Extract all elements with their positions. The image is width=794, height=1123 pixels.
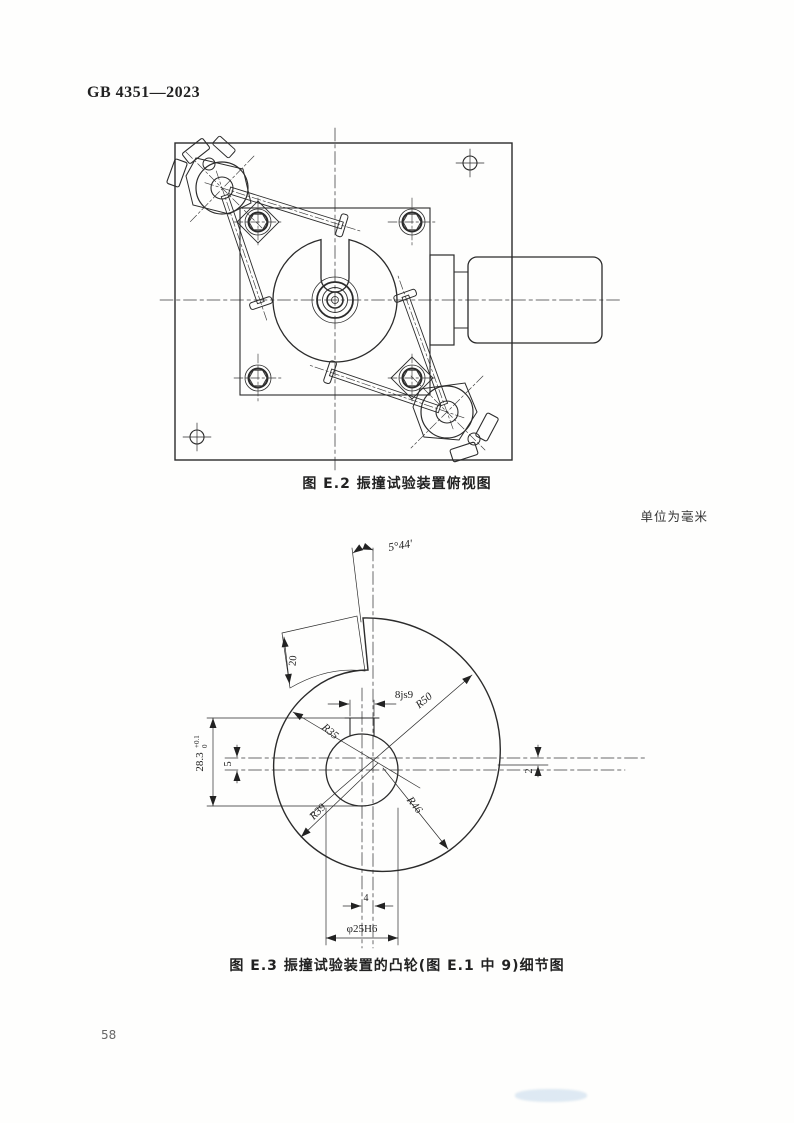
keyway	[344, 717, 380, 737]
r39-label: R39	[307, 801, 329, 823]
cam-disc	[272, 238, 398, 363]
cam-outline	[272, 617, 501, 873]
corner-hole-top-right	[455, 148, 485, 178]
print-artifact	[515, 1089, 587, 1102]
standard-number: GB 4351—2023	[87, 84, 201, 101]
offset-5-label: 5	[223, 761, 234, 766]
unit-note: 单位为毫米	[640, 509, 708, 524]
outer-plate	[174, 142, 513, 461]
lever-arm	[309, 360, 465, 419]
lever-arm	[393, 275, 454, 430]
lever-arm	[204, 182, 362, 238]
bore-dim-label: φ25H6	[347, 923, 378, 935]
bolt-diamond	[236, 200, 280, 244]
page-number: 58	[101, 1028, 117, 1042]
step-depth-label: 20	[288, 655, 300, 666]
height-dim-group: 28.3 +0.1 0	[193, 735, 209, 772]
step-box	[281, 615, 366, 689]
height-tol-lower: 0	[201, 744, 209, 748]
r50-label: R50	[413, 690, 435, 712]
motor	[429, 254, 603, 346]
offset-2-label: 2	[524, 768, 535, 773]
angle-dim-label: 5°44′	[387, 538, 414, 554]
corner-hole-bottom-left	[182, 422, 212, 452]
pivot-assembly-bottom-right	[410, 375, 499, 463]
keyway-width-label: 8js9	[395, 689, 414, 701]
socket-bolt	[387, 197, 437, 247]
lever-arm	[215, 170, 273, 321]
height-dim-label: 28.3	[194, 752, 206, 772]
height-tol-upper: +0.1	[193, 735, 201, 748]
bolt-diamond	[390, 356, 434, 400]
figure-e3-drawing: 5°44′ 20 8js9 R50 R35 R46 R39 28.3 +0.1 …	[193, 538, 649, 949]
offset-4-label: 4	[364, 893, 369, 904]
figure-e2-caption: 图 E.2 振撞试验装置俯视图	[302, 476, 492, 492]
figure-e2-drawing	[159, 127, 623, 473]
figure-e3-caption: 图 E.3 振撞试验装置的凸轮(图 E.1 中 9)细节图	[229, 958, 565, 974]
center-shaft	[311, 276, 359, 324]
